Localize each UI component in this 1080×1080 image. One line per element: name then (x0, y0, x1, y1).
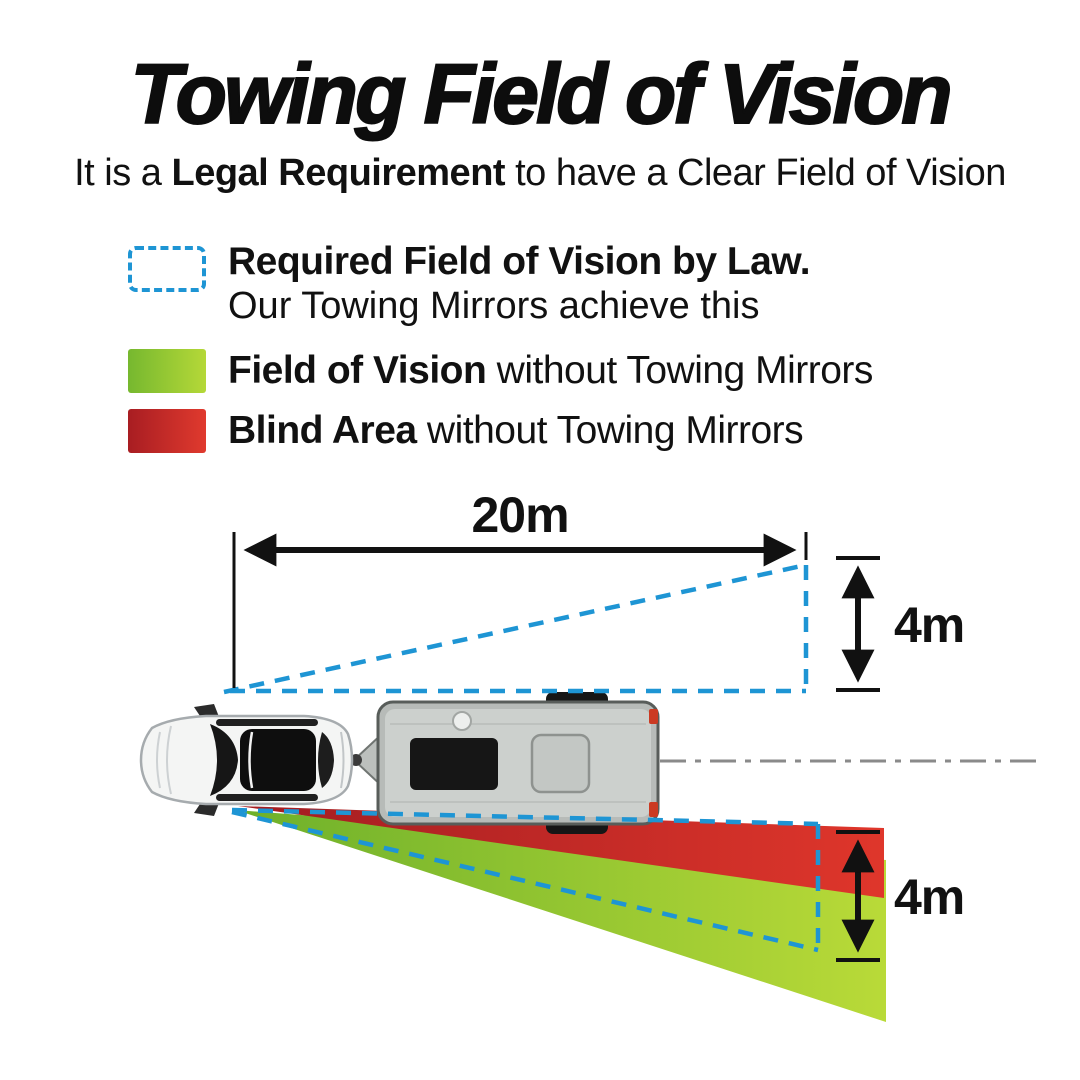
required-field-sublabel: Our Towing Mirrors achieve this (228, 285, 760, 327)
caravan-marker-bottom (649, 802, 658, 817)
subtitle-post: to have a Clear Field of Vision (505, 152, 1006, 194)
subtitle-bold: Legal Requirement (171, 152, 506, 194)
towing-diagram: 20m 4m 4m (139, 487, 1040, 1022)
car (139, 704, 354, 816)
required-field-label: Required Field of Vision by Law. (228, 240, 811, 283)
car-windshield (210, 724, 238, 796)
legend-item-blind: Blind Area without Towing Mirrors (128, 408, 873, 454)
required-field-swatch (128, 246, 206, 292)
dimension-lines (232, 532, 880, 962)
subtitle-pre: It is a (74, 152, 172, 194)
car-rear-window (318, 732, 334, 788)
height-4m-bottom-label: 4m (894, 869, 964, 925)
subtitle: It is a Legal Requirement to have a Clea… (0, 152, 1080, 195)
distance-20m-label: 20m (471, 487, 568, 543)
legend-item-fov: Field of Vision without Towing Mirrors (128, 348, 873, 394)
legend-item-required: Required Field of Vision by Law. Our Tow… (128, 240, 873, 328)
page-title: Towing Field of Vision (129, 46, 953, 142)
legend: Required Field of Vision by Law. Our Tow… (128, 240, 873, 468)
height-4m-top-label: 4m (894, 597, 964, 653)
caravan (350, 692, 660, 834)
caravan-window (410, 738, 498, 790)
fov-label: Field of Vision without Towing Mirrors (228, 349, 873, 392)
blind-area-label: Blind Area without Towing Mirrors (228, 409, 804, 452)
red-blind-wedge (238, 806, 884, 898)
required-field-outline (223, 562, 821, 953)
caravan-skylight (530, 733, 591, 794)
caravan-marker-top (649, 709, 658, 724)
blind-area-swatch (128, 409, 206, 453)
caravan-vent (452, 711, 472, 731)
fov-swatch (128, 349, 206, 393)
car-roof (240, 729, 316, 791)
